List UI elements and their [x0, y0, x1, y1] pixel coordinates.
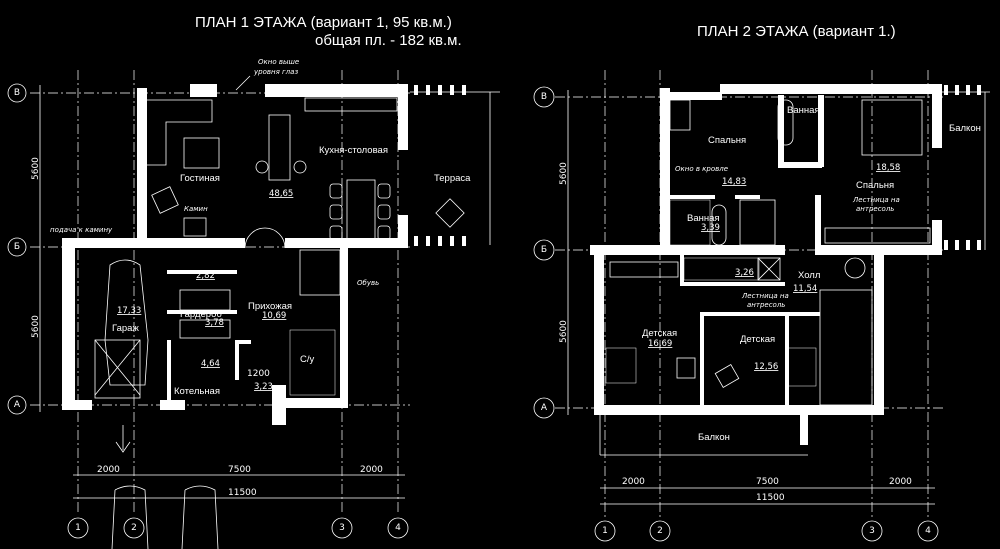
dimension-label: 2000	[622, 477, 645, 487]
room-living: Гостиная	[180, 173, 220, 184]
axis-label: 2	[131, 523, 137, 533]
axis-label: Б	[541, 245, 547, 255]
area-bedroom1: 14,83	[722, 177, 746, 187]
floor2-plan: ПЛАН 2 ЭТАЖА (вариант 1.) В Б А 1 2 3 4 …	[533, 23, 990, 542]
floor1-plan: ПЛАН 1 ЭТАЖА (вариант 1, 95 кв.м.) общая…	[7, 14, 500, 549]
area-wc: 3,23	[254, 382, 273, 392]
car-icon	[111, 485, 149, 549]
arrow-down-icon	[115, 425, 131, 453]
plant-icon	[844, 257, 866, 279]
area-hall: 10,69	[262, 311, 286, 321]
dimension-label: 5600	[31, 157, 41, 180]
floor2-axis-markers: В Б А 1 2 3 4	[533, 86, 939, 542]
axis-label: 4	[395, 523, 401, 533]
area-vestibule: 2,82	[196, 271, 215, 281]
dimension-label: 2000	[360, 465, 383, 475]
floor2-labels: Спальня Ванная Окно в кровле 14,83 18,58…	[642, 105, 981, 443]
floor1-walls	[62, 84, 408, 425]
axis-label: 3	[869, 526, 875, 536]
dimension-label: 2000	[97, 465, 120, 475]
room-kids1: Детская	[642, 328, 677, 339]
dimension-label: 7500	[228, 465, 251, 475]
area-garage: 17,33	[117, 306, 141, 316]
area-kids2: 12,56	[754, 362, 778, 372]
note-stairs-2: Лестница на	[741, 292, 789, 300]
room-wardrobe: Гардероб	[180, 309, 222, 320]
room-hall: Прихожая	[248, 301, 292, 312]
floor2-dimensions: 2000 7500 2000 11500 5600 5600	[559, 162, 935, 505]
dimension-label: 5600	[31, 315, 41, 338]
car-icon	[181, 485, 219, 549]
dimension-label: 5600	[559, 162, 569, 185]
room-balcony-right: Балкон	[949, 123, 981, 134]
bed-icon	[861, 99, 923, 156]
area-bedroom2: 18,58	[876, 163, 900, 173]
room-kids2: Детская	[740, 334, 775, 345]
area-bath2: 3,39	[701, 223, 720, 233]
axis-label: В	[14, 88, 20, 98]
room-wc: С/у	[300, 354, 315, 365]
area-kids1: 16,69	[648, 339, 672, 349]
floor1-terrace-railing	[410, 85, 500, 246]
floor2-walls	[590, 84, 942, 445]
area-living: 48,65	[269, 189, 293, 199]
room-bedroom2: Спальня	[856, 180, 894, 191]
room-bath2: Ванная	[687, 213, 720, 224]
axis-label: 3	[339, 523, 345, 533]
axis-label: 2	[657, 526, 663, 536]
staircase	[739, 199, 776, 246]
room-boiler: Котельная	[174, 386, 220, 397]
room-bedroom1: Спальня	[708, 135, 746, 146]
car-icon	[104, 259, 149, 386]
area-wardrobe: 3,78	[205, 318, 224, 328]
floor2-title: ПЛАН 2 ЭТАЖА (вариант 1.)	[697, 23, 896, 40]
floor1-labels: Окно выше уровня глаз Гостиная 48,65 Кух…	[50, 58, 471, 397]
axis-label: 4	[925, 526, 931, 536]
floor2-furniture	[605, 99, 931, 406]
note-shoes: Обувь	[357, 279, 379, 287]
axis-label: В	[541, 92, 547, 102]
note-window-high-2: уровня глаз	[253, 68, 298, 76]
floor1-dimensions: 2000 7500 2000 11500 5600 5600	[31, 157, 405, 499]
floor1-axis-markers: В Б А 1 2 3 4	[7, 83, 409, 539]
note-stairs-2b: антресоль	[747, 301, 785, 309]
note-fireplace: Камин	[184, 205, 208, 213]
floor1-furniture	[94, 97, 465, 549]
axis-label: А	[541, 403, 548, 413]
room-kitchen: Кухня-столовая	[319, 145, 388, 156]
room-bath1: Ванная	[787, 105, 820, 116]
floor1-subtitle: общая пл. - 182 кв.м.	[315, 32, 462, 49]
dimension-label: 5600	[559, 320, 569, 343]
dimension-label: 11500	[228, 488, 257, 498]
note-stairs-1: Лестница на	[852, 196, 900, 204]
dimension-label: 7500	[756, 477, 779, 487]
axis-label: Б	[14, 242, 20, 252]
room-hall: Холл	[798, 270, 820, 281]
floor2-balcony-railings	[599, 85, 990, 456]
room-balcony-bottom: Балкон	[698, 432, 730, 443]
dimension-label: 11500	[756, 493, 785, 503]
area-hall: 11,54	[793, 284, 817, 294]
axis-label: 1	[602, 526, 608, 536]
floor1-axis-lines	[30, 70, 410, 515]
note-stairs-1b: антресоль	[856, 205, 894, 213]
axis-label: А	[14, 400, 21, 410]
note-roof-window: Окно в кровле	[675, 165, 728, 173]
staircase	[819, 289, 873, 406]
room-garage: Гараж	[112, 323, 139, 334]
room-terrace: Терраса	[434, 173, 471, 184]
floor1-title: ПЛАН 1 ЭТАЖА (вариант 1, 95 кв.м.)	[195, 14, 452, 31]
dimension-door: 1200	[247, 369, 270, 379]
dimension-label: 2000	[889, 477, 912, 487]
axis-label: 1	[75, 523, 81, 533]
area-boiler: 4,64	[201, 359, 220, 369]
note-fireplace-feed: подача к камину	[50, 226, 113, 234]
note-window-high: Окно выше	[258, 58, 299, 66]
area-wc: 3,26	[735, 268, 754, 278]
